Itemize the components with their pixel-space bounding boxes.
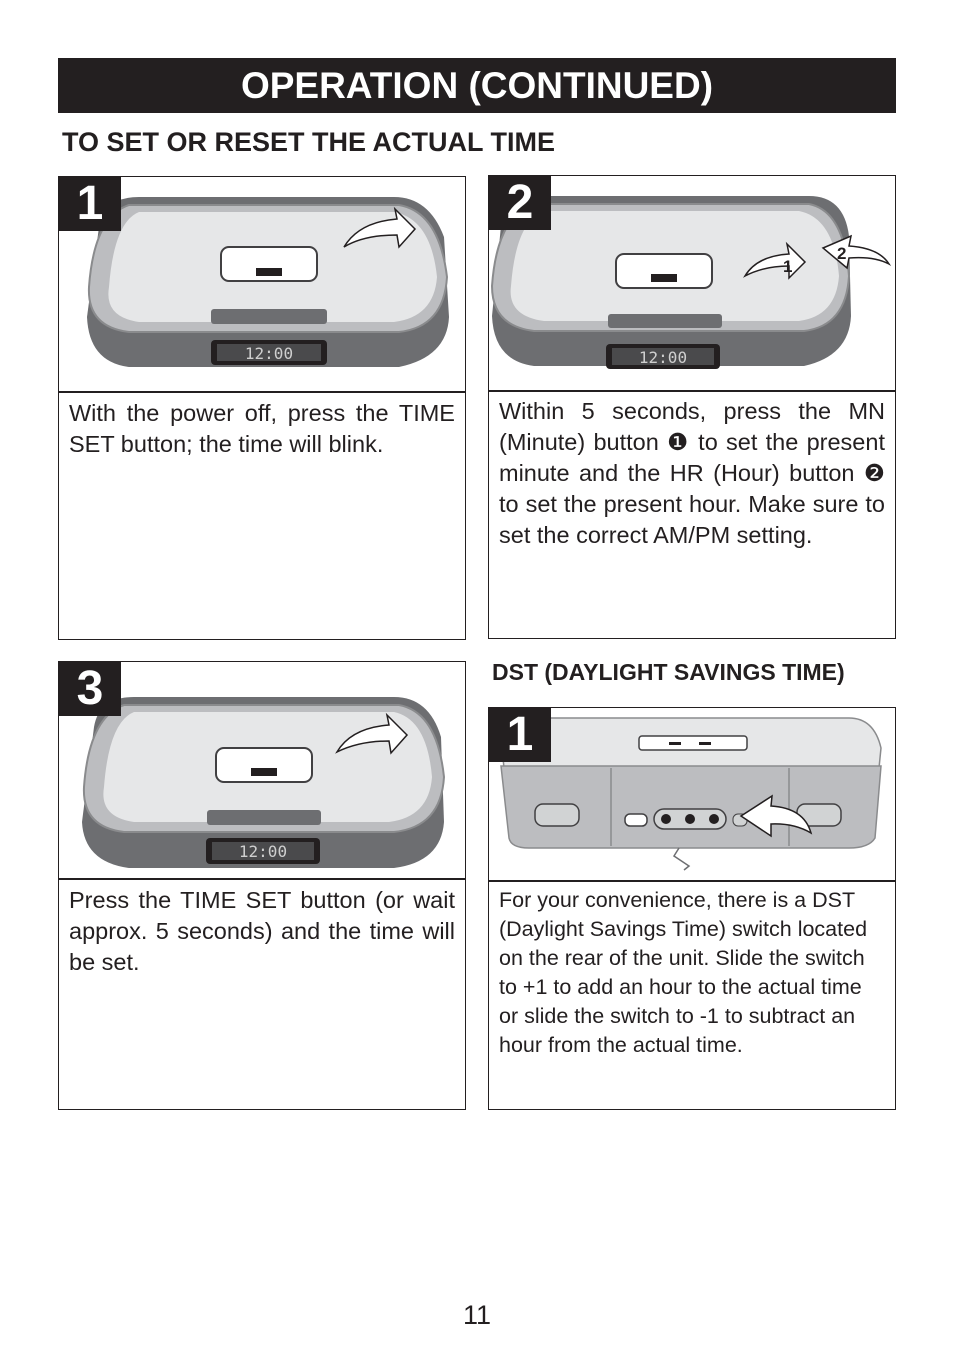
circled-number-2-icon: ❷ [863,460,885,486]
arrow-label-1: 1 [783,257,792,276]
section-title-dst: DST (DAYLIGHT SAVINGS TIME) [492,659,845,685]
step-number-badge: 3 [59,662,121,716]
clock-display-text: 12:00 [239,842,287,861]
step-instruction: With the power off, press the TIME SET b… [69,400,455,457]
dst-step-panel: 1 For your convenience, there is a DST (… [488,707,896,1110]
step-3-illustration: 12:00 [59,662,465,880]
step-panel-3: 12:00 3 Press the TIME SET button (or wa… [58,661,466,1110]
clock-radio-top-view: 12:00 [82,697,446,868]
step-panel-2: 12:00 1 2 2 Within 5 seconds, press the … [488,175,896,639]
clock-display-text: 12:00 [245,344,293,363]
page-number: 11 [462,1300,492,1330]
page-banner: OPERATION (CONTINUED) [58,58,896,113]
step-2-illustration: 12:00 1 2 [489,176,895,392]
instruction-text: to set the present minute and the HR (Ho… [499,429,885,486]
rear-view-illustration [489,708,895,882]
clock-radio-rear-view [500,717,882,871]
clock-radio-top-view: 12:00 [87,197,449,367]
step-1-illustration: 12:00 [59,177,465,393]
step-number-badge: 2 [489,176,551,230]
step-number-badge: 1 [59,177,121,231]
instruction-text: to set the present hour. Make sure to se… [499,491,885,548]
instruction-text: Within 5 seconds, press the MN (Minute) … [499,398,885,455]
step-panel-1: 12:00 1 With the power off, press the TI… [58,176,466,640]
section-title-actual-time: TO SET OR RESET THE ACTUAL TIME [62,127,556,157]
step-instruction: For your convenience, there is a DST (Da… [499,888,868,1057]
step-instruction: Within 5 seconds, press the MN (Minute) … [499,396,885,551]
step-instruction: Press the TIME SET button (or wait appro… [69,887,455,975]
clock-radio-top-view: 12:00 1 2 [490,196,892,369]
circled-number-1-icon: ❶ [667,429,690,455]
arrow-label-2: 2 [837,244,846,263]
clock-display-text: 12:00 [639,348,687,367]
step-number-badge: 1 [489,708,551,762]
